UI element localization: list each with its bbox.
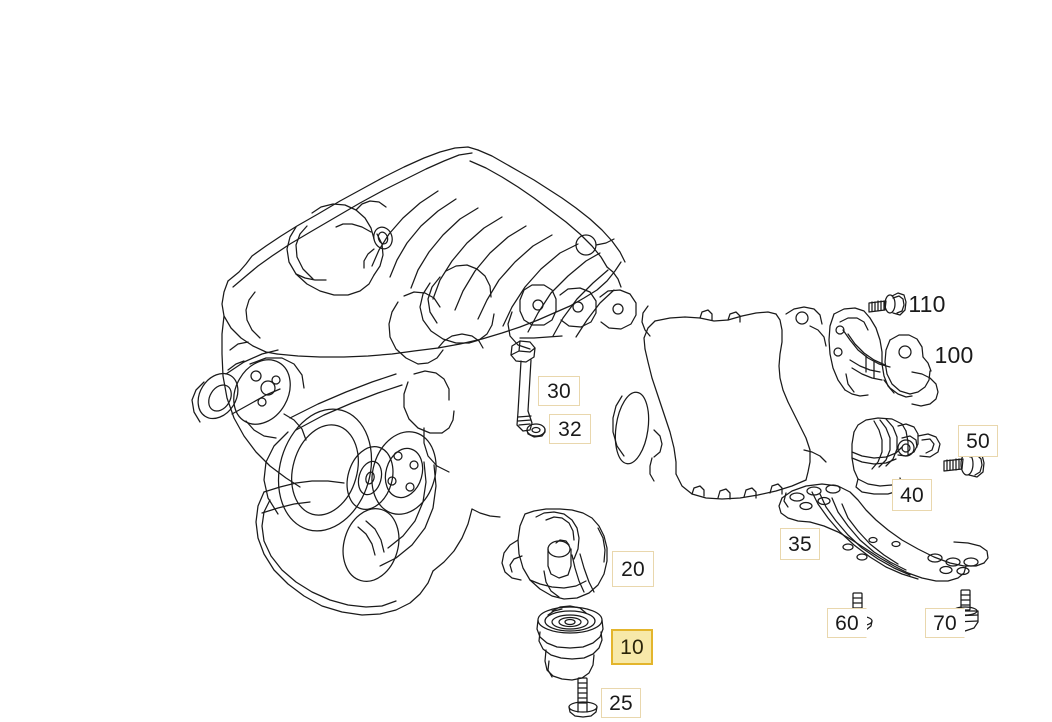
part-label-32: 32 <box>549 414 591 444</box>
engine-block <box>221 315 501 616</box>
cylinder-head-left <box>286 200 387 296</box>
transmission-support-bracket <box>828 307 939 407</box>
bolt-long-hex <box>510 340 536 432</box>
part-label-20: 20 <box>612 551 654 587</box>
timing-cover <box>388 291 455 473</box>
part-label-10[interactable]: 10 <box>611 629 653 665</box>
part-label-35: 35 <box>780 528 820 560</box>
engine-mount-bracket-left <box>501 508 608 600</box>
part-label-30: 30 <box>538 376 580 406</box>
cylinder-head-right <box>419 264 495 344</box>
bellhousing-flange <box>507 284 637 350</box>
bolt-bracket-upper <box>868 292 907 316</box>
part-label-70: 70 <box>925 608 965 638</box>
intake-manifold <box>221 146 626 358</box>
transmission-crossmember <box>778 483 989 582</box>
front-accessories <box>191 341 307 441</box>
part-label-60: 60 <box>827 608 867 638</box>
part-label-50: 50 <box>958 425 998 457</box>
part-label-25: 25 <box>601 688 641 718</box>
part-label-40: 40 <box>892 479 932 511</box>
accessory-drive-pulleys <box>263 373 437 582</box>
part-label-110: 110 <box>908 290 946 317</box>
engine-mount-rubber-conical <box>536 605 604 681</box>
washer-ring <box>526 423 546 438</box>
transmission-housing <box>612 305 827 500</box>
part-label-100: 100 <box>934 341 974 368</box>
bolt-flange-small <box>568 677 598 718</box>
bolt-flange-mount <box>943 451 985 478</box>
